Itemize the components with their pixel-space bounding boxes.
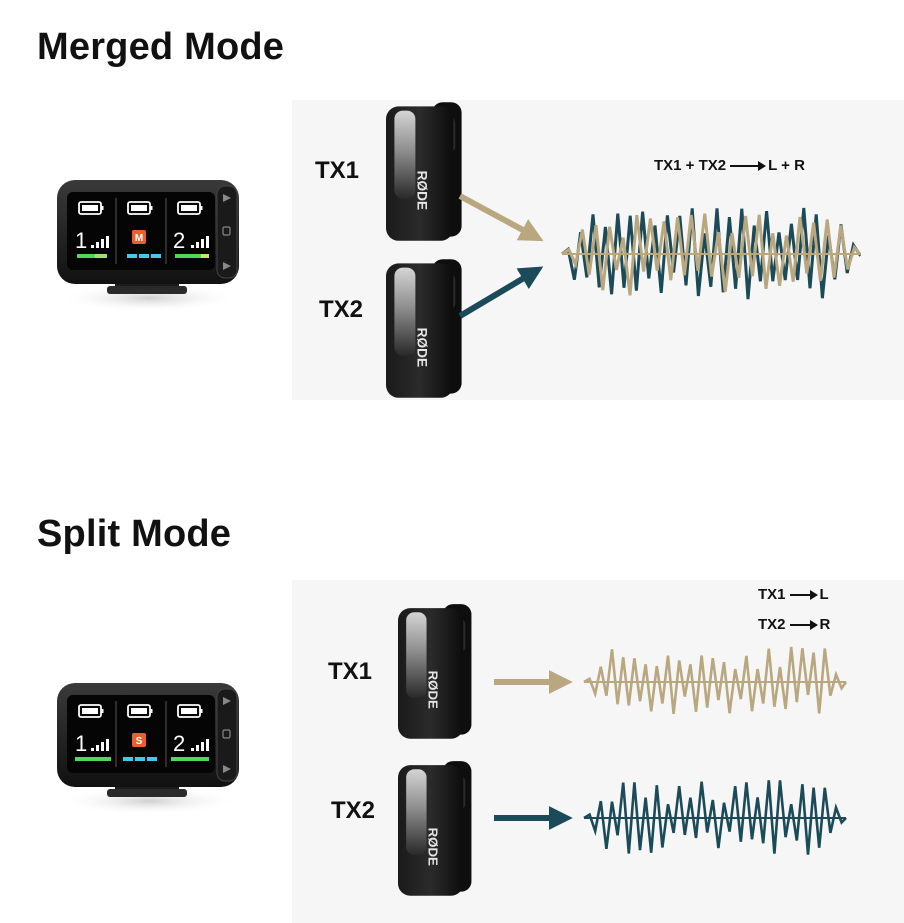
merged-routing-target: L + R (768, 157, 805, 174)
merged-tx1-label: TX1 (315, 157, 360, 184)
merged-tx1-transmitter (386, 102, 462, 241)
split-routing-tx2-source: TX2 (758, 616, 786, 633)
merged-routing-source: TX1 + TX2 (654, 157, 727, 174)
merged-tx2-arrow (458, 266, 544, 319)
split-mode-title: Split Mode (37, 513, 232, 555)
svg-text:2: 2 (173, 731, 185, 756)
split-routing-tx2-target: R (819, 616, 831, 633)
merged-tx1-arrow (458, 193, 544, 242)
split-tx2-transmitter (398, 761, 472, 896)
split-tx1-label: TX1 (328, 658, 373, 685)
split-routing-tx1: TX1 L (758, 586, 829, 603)
arrow-icon (789, 590, 818, 601)
merged-receiver: 1 2 M (57, 180, 239, 312)
split-routing-tx1-target: L (819, 586, 829, 603)
split-receiver: 1 2 S (57, 683, 239, 815)
svg-text:2: 2 (173, 228, 185, 253)
split-routing-tx2: TX2 R (758, 616, 830, 633)
merged-mode-title: Merged Mode (37, 26, 285, 68)
split-diagram-panel (292, 580, 904, 923)
svg-text:M: M (135, 233, 143, 244)
merged-combined-waveform (561, 207, 862, 300)
arrow-icon (730, 161, 767, 172)
svg-text:1: 1 (75, 228, 87, 253)
split-tx2-label: TX2 (331, 797, 376, 824)
merged-tx2-transmitter (386, 259, 462, 398)
split-tx1-transmitter (398, 604, 472, 739)
split-right-waveform (583, 780, 847, 855)
arrow-icon (789, 620, 818, 631)
split-routing-tx1-source: TX1 (758, 586, 786, 603)
merged-routing-label: TX1 + TX2 L + R (654, 157, 805, 174)
merged-tx2-label: TX2 (319, 296, 364, 323)
svg-text:1: 1 (75, 731, 87, 756)
svg-text:S: S (136, 736, 143, 747)
split-left-waveform (583, 646, 848, 715)
